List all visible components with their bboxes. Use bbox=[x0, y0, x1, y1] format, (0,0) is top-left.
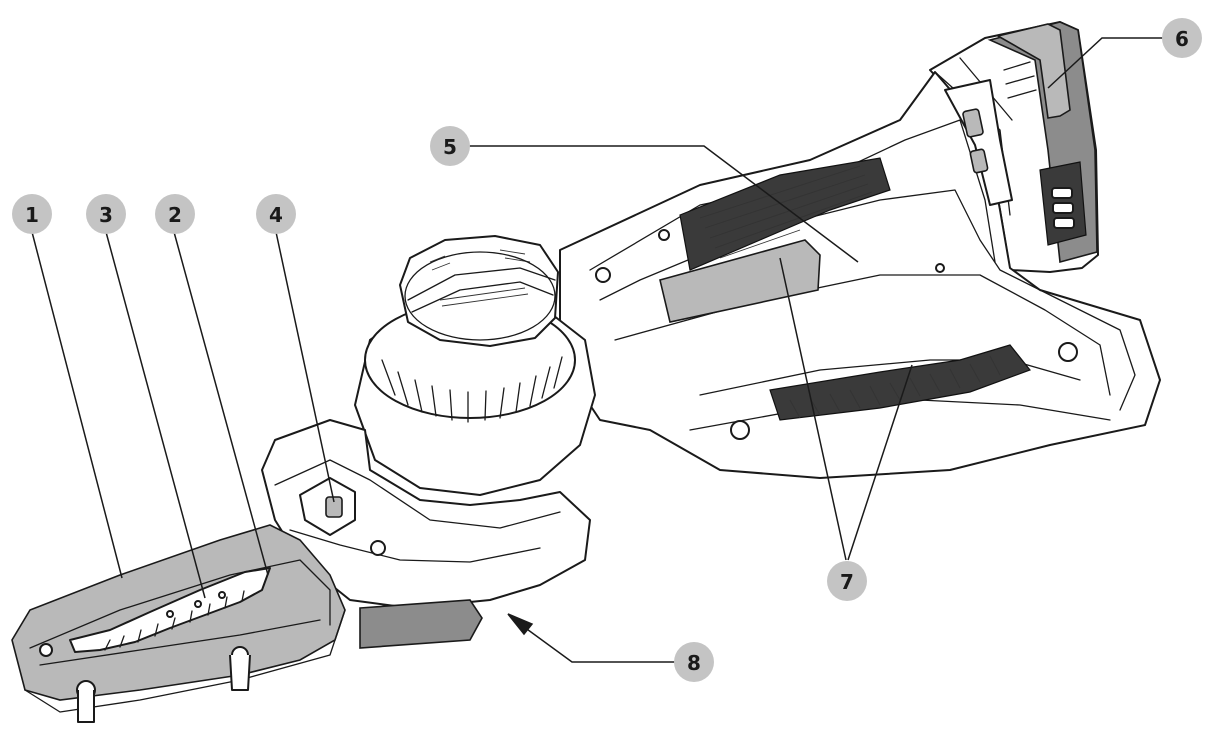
chain-guard bbox=[11, 524, 346, 723]
callout-6: 6 bbox=[1162, 18, 1202, 58]
leader-2 bbox=[173, 231, 269, 576]
leader-7b bbox=[847, 364, 913, 561]
svg-text:7: 7 bbox=[840, 570, 854, 594]
callout-7: 7 bbox=[827, 561, 867, 601]
leader-7a bbox=[779, 257, 847, 561]
callout-3: 3 bbox=[86, 194, 126, 234]
leader-5 bbox=[468, 145, 859, 263]
svg-text:1: 1 bbox=[25, 203, 39, 227]
arrow-icon bbox=[507, 613, 676, 663]
svg-text:3: 3 bbox=[99, 203, 113, 227]
leader-6 bbox=[1047, 37, 1180, 89]
motor-head bbox=[354, 235, 596, 496]
callout-5: 5 bbox=[430, 126, 470, 166]
lock-knob bbox=[325, 496, 343, 518]
svg-text:5: 5 bbox=[443, 135, 457, 159]
leader-4 bbox=[275, 231, 335, 503]
callout-4: 4 bbox=[256, 194, 296, 234]
svg-text:8: 8 bbox=[687, 651, 701, 675]
svg-text:4: 4 bbox=[269, 203, 283, 227]
svg-text:2: 2 bbox=[168, 203, 182, 227]
svg-text:6: 6 bbox=[1175, 27, 1189, 51]
callout-2: 2 bbox=[155, 194, 195, 234]
leader-1 bbox=[31, 231, 123, 579]
base-shoe bbox=[261, 419, 591, 649]
leader-lines bbox=[31, 37, 1180, 663]
leader-3 bbox=[105, 231, 206, 599]
callout-1: 1 bbox=[12, 194, 52, 234]
callout-8: 8 bbox=[674, 642, 714, 682]
